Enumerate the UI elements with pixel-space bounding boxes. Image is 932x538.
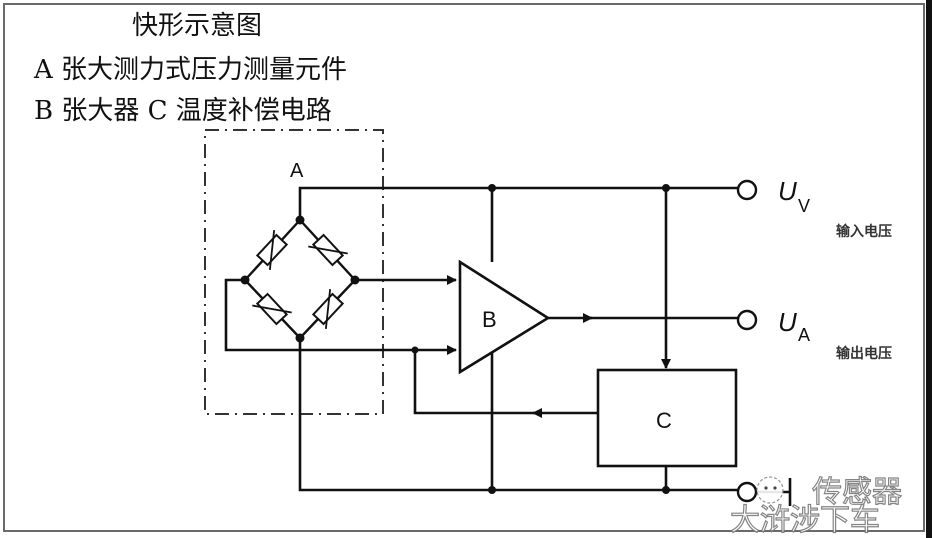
- diagram-title: 快形示意图: [132, 11, 263, 41]
- strain-gauge-resistor: [311, 289, 345, 329]
- terminal-ground: [736, 481, 758, 503]
- wires: [224, 186, 738, 492]
- uv-description: 输入电压: [836, 223, 892, 240]
- label-a: A: [290, 160, 304, 182]
- legend-a: A 张大测力式压力测量元件: [34, 55, 348, 85]
- label-b: B: [482, 307, 497, 332]
- temperature-compensation-block-c: [596, 368, 738, 468]
- terminal-uv: [736, 179, 758, 201]
- ua-subscript: A: [798, 325, 810, 345]
- label-c: C: [656, 408, 672, 433]
- wheatstone-bridge: [244, 219, 356, 339]
- outer-frame: [3, 3, 925, 532]
- right-edge-bar: [926, 0, 932, 538]
- ua-label: U: [778, 307, 797, 337]
- element-a-boundary: [204, 129, 384, 415]
- watermark-line1: 传感器: [812, 475, 902, 510]
- strain-gauge-resistor: [255, 230, 289, 270]
- uv-label: U: [778, 176, 797, 206]
- watermark-line2: 大浒涉下车: [730, 503, 880, 538]
- watermark-logo-icon: [756, 476, 784, 504]
- strain-gauge-resistor: [252, 292, 292, 326]
- watermark: 传感器 大浒涉下车: [729, 474, 902, 538]
- legend-b: B 张大器 C 温度补偿电路: [34, 96, 332, 126]
- strain-gauge-resistor: [308, 233, 348, 267]
- amplifier-b: [458, 259, 551, 375]
- uv-subscript: V: [798, 196, 810, 216]
- terminal-ua: [736, 309, 758, 331]
- ua-description: 输出电压: [836, 345, 892, 362]
- junction-dots: [240, 184, 670, 494]
